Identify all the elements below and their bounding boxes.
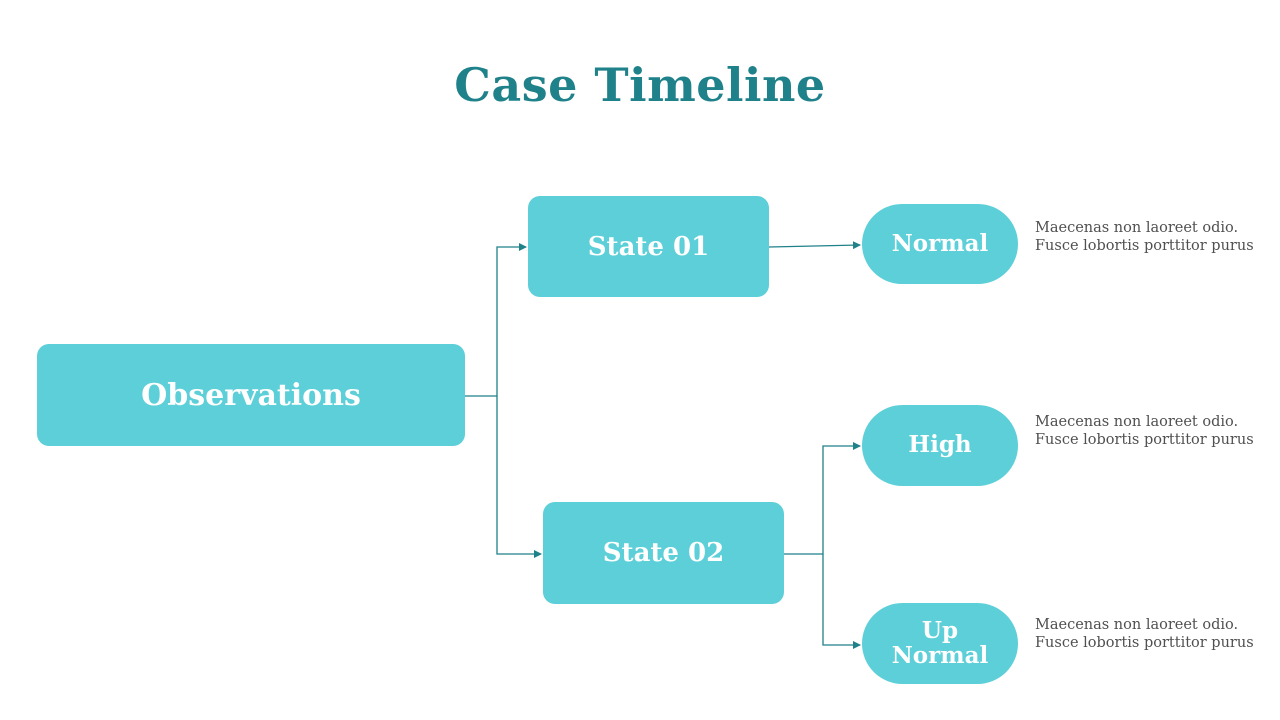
observations-node: Observations bbox=[37, 344, 465, 446]
connector-state01-normal bbox=[768, 241, 861, 250]
state-01-label: State 01 bbox=[587, 231, 710, 262]
connector-observations-state02 bbox=[496, 396, 542, 558]
state-01-node: State 01 bbox=[528, 196, 769, 297]
up-normal-description: Maecenas non laoreet odio. Fusce loborti… bbox=[1035, 617, 1254, 651]
state-02-label: State 02 bbox=[602, 538, 725, 568]
high-node: High bbox=[862, 405, 1018, 486]
up-normal-label: Up Normal bbox=[891, 617, 989, 669]
connector-state02-upnormal bbox=[822, 554, 861, 649]
up-normal-node: Up Normal bbox=[862, 603, 1018, 684]
connector-observations-state01 bbox=[465, 243, 527, 397]
normal-node: Normal bbox=[862, 204, 1018, 284]
observations-label: Observations bbox=[141, 377, 361, 413]
connector-state02-high bbox=[784, 442, 861, 555]
high-label: High bbox=[908, 431, 972, 459]
normal-description: Maecenas non laoreet odio. Fusce loborti… bbox=[1035, 220, 1254, 254]
page-title: Case Timeline bbox=[454, 58, 826, 112]
high-description: Maecenas non laoreet odio. Fusce loborti… bbox=[1035, 414, 1254, 448]
normal-label: Normal bbox=[891, 229, 989, 257]
state-02-node: State 02 bbox=[543, 502, 784, 604]
